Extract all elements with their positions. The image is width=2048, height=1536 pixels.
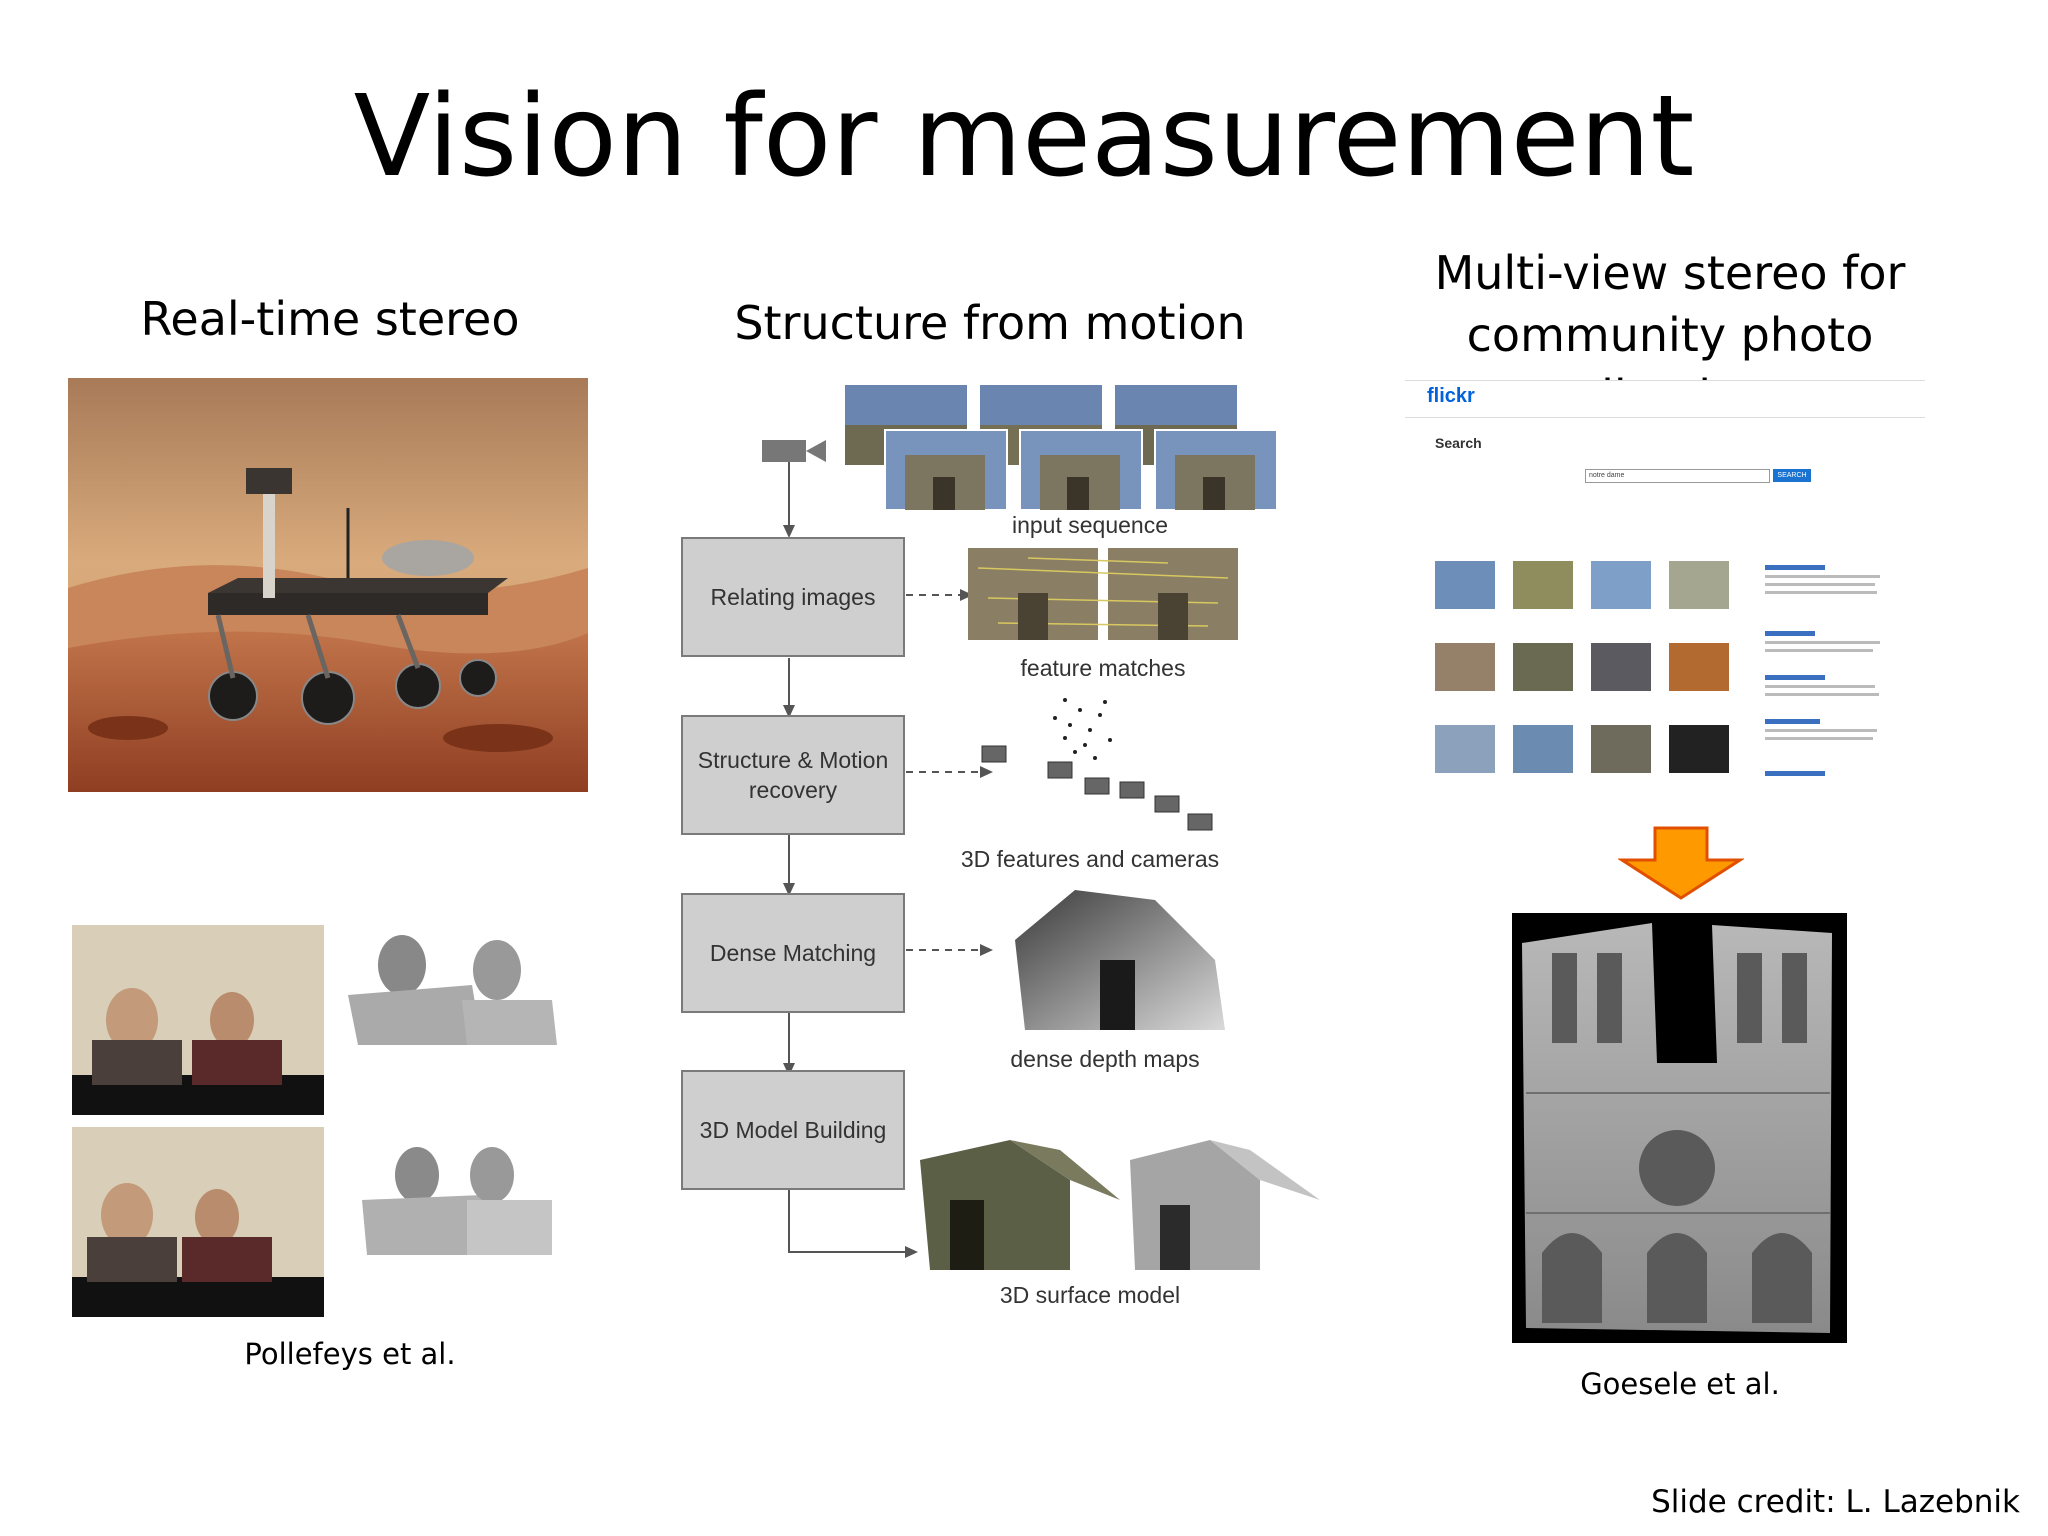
flickr-thumbnail-grid <box>1435 561 1880 776</box>
mars-rover-image <box>68 378 588 792</box>
flickr-search-input: notre dame <box>1585 469 1770 483</box>
flickr-search-label: Search <box>1435 435 1482 451</box>
stereo-depth-images <box>72 925 580 1317</box>
credit-goesele: Goesele et al. <box>1580 1367 1780 1401</box>
down-arrow-icon <box>1618 826 1744 900</box>
3d-surface-model-image <box>920 1140 1320 1270</box>
step-label: 3D Model Building <box>699 1117 887 1143</box>
credit-pollefeys: Pollefeys et al. <box>244 1337 456 1371</box>
step-structure-motion: Structure & Motion recovery <box>681 715 905 835</box>
label-3d-features: 3D features and cameras <box>960 846 1220 872</box>
step-dense-matching: Dense Matching <box>681 893 905 1013</box>
label-dense-depth: dense depth maps <box>1010 1046 1200 1072</box>
label-input-sequence: input sequence <box>1011 512 1168 538</box>
3d-features-cameras-image <box>981 698 1213 831</box>
step-3d-model-building: 3D Model Building <box>681 1070 905 1190</box>
input-sequence-images <box>845 385 1278 511</box>
heading-structure-from-motion: Structure from motion <box>734 296 1246 350</box>
flowchart-connectors <box>762 440 993 1258</box>
step-label: Structure & Motion recovery <box>697 747 889 803</box>
label-3d-surface: 3D surface model <box>999 1282 1181 1308</box>
flickr-search-button: SEARCH <box>1773 469 1811 482</box>
heading-real-time-stereo: Real-time stereo <box>140 292 520 346</box>
notre-dame-3d-model-image <box>1512 913 1847 1343</box>
label-feature-matches: feature matches <box>1020 655 1186 681</box>
dense-depth-map-image <box>1015 890 1225 1030</box>
feature-matches-images <box>968 548 1238 640</box>
flickr-logo: flickr <box>1427 385 1475 407</box>
step-label: Dense Matching <box>709 940 877 966</box>
flickr-search-screenshot: flickr Search notre dame SEARCH <box>1405 380 1925 811</box>
heading-multi-view-line1: Multi-view stereo for <box>1434 246 1906 300</box>
slide-credit: Slide credit: L. Lazebnik <box>1651 1484 2020 1520</box>
step-relating-images: Relating images <box>681 537 905 657</box>
slide-title: Vision for measurement <box>353 72 1695 202</box>
step-label: Relating images <box>710 584 876 610</box>
